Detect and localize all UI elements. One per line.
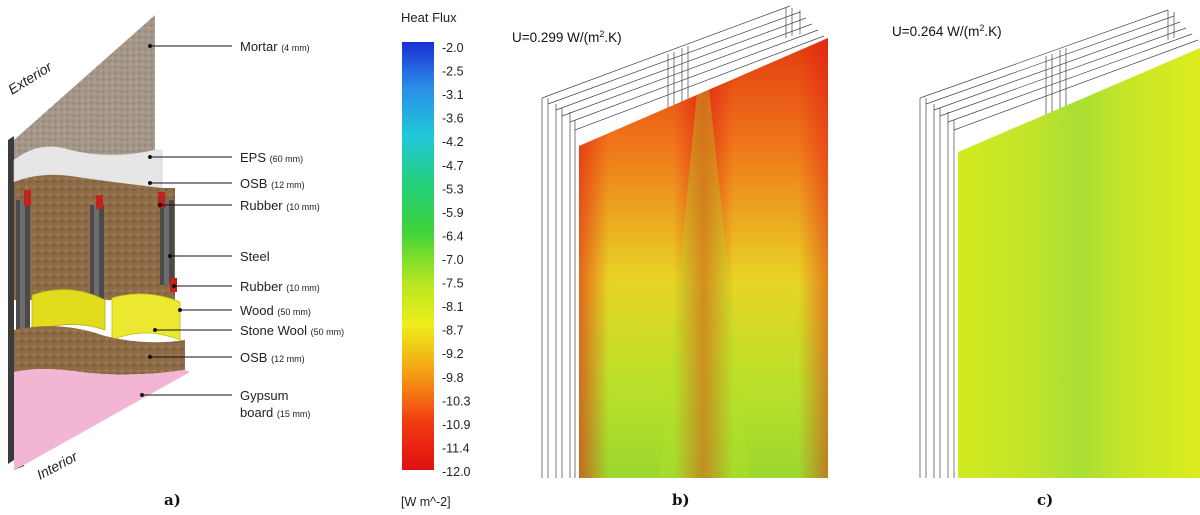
legend-tick-label: -9.8 xyxy=(442,371,464,385)
layer-label-rubber-2: Rubber (10 mm) xyxy=(240,279,320,294)
legend-tick-label: -3.1 xyxy=(442,88,464,102)
mortar-layer xyxy=(14,15,155,160)
gypsum-layer xyxy=(14,369,190,470)
legend-tick-label: -10.9 xyxy=(442,418,471,432)
layer-label-osb-interior: OSB (12 mm) xyxy=(240,350,305,365)
legend-ticks: -2.0 -2.5 -3.1 -3.6 -4.2 -4.7 -5.3 -5.9 -6.4 -7.0… xyxy=(442,41,471,479)
rubber-strip-2 xyxy=(96,195,103,209)
legend-tick-label: -8.7 xyxy=(442,324,464,338)
caption-b: b) xyxy=(672,491,690,509)
layer-label-osb-exterior: OSB (12 mm) xyxy=(240,176,305,191)
layer-label-steel: Steel xyxy=(240,249,270,264)
legend-tick-label: -9.2 xyxy=(442,347,464,361)
u-value-c: U=0.264 W/(m2.K) xyxy=(892,23,1002,39)
legend-tick-label: -5.3 xyxy=(442,182,464,196)
osb-interior-layer xyxy=(14,326,185,375)
legend-tick-label: -4.7 xyxy=(442,159,464,173)
legend-tick-label: -7.5 xyxy=(442,277,464,291)
legend-tick-label: -3.6 xyxy=(442,112,464,126)
rubber-strip-1 xyxy=(24,190,31,206)
panel-b-model xyxy=(541,5,828,478)
wood-layer xyxy=(31,289,106,333)
wall-section-illustration xyxy=(8,15,190,470)
u-value-b: U=0.299 W/(m2.K) xyxy=(512,29,622,45)
legend-tick-label: -7.0 xyxy=(442,253,464,267)
exterior-label: Exterior xyxy=(5,58,56,98)
stone-wool-layer xyxy=(111,293,181,341)
rubber-strip-3 xyxy=(158,192,165,208)
layer-label-stone-wool: Stone Wool (50 mm) xyxy=(240,323,344,338)
legend-tick-label: -11.4 xyxy=(442,441,470,455)
legend-unit: [W m^-2] xyxy=(401,495,451,509)
legend-tick-label: -12.0 xyxy=(442,465,471,479)
layer-label-gypsum: Gypsum xyxy=(240,388,288,403)
legend-title: Heat Flux xyxy=(401,10,457,25)
layer-label-rubber-1: Rubber (10 mm) xyxy=(240,198,320,213)
caption-c: c) xyxy=(1037,491,1053,509)
layer-label-gypsum-board: board (15 mm) xyxy=(240,405,310,420)
legend-tick-label: -4.2 xyxy=(442,135,464,149)
layer-label-mortar: Mortar (4 mm) xyxy=(240,39,310,54)
caption-a: a) xyxy=(164,491,181,509)
legend-tick-label: -6.4 xyxy=(442,229,464,243)
panel-c-model xyxy=(919,9,1200,478)
legend-tick-label: -5.9 xyxy=(442,206,464,220)
legend-tick-label: -2.0 xyxy=(442,41,464,55)
layer-label-eps: EPS (60 mm) xyxy=(240,150,303,165)
layer-label-wood: Wood (50 mm) xyxy=(240,303,311,318)
legend-colorbar xyxy=(402,42,434,470)
legend-tick-label: -10.3 xyxy=(442,394,471,408)
leader-lines xyxy=(142,45,232,396)
legend-tick-label: -8.1 xyxy=(442,300,464,314)
legend-tick-label: -2.5 xyxy=(442,65,464,79)
